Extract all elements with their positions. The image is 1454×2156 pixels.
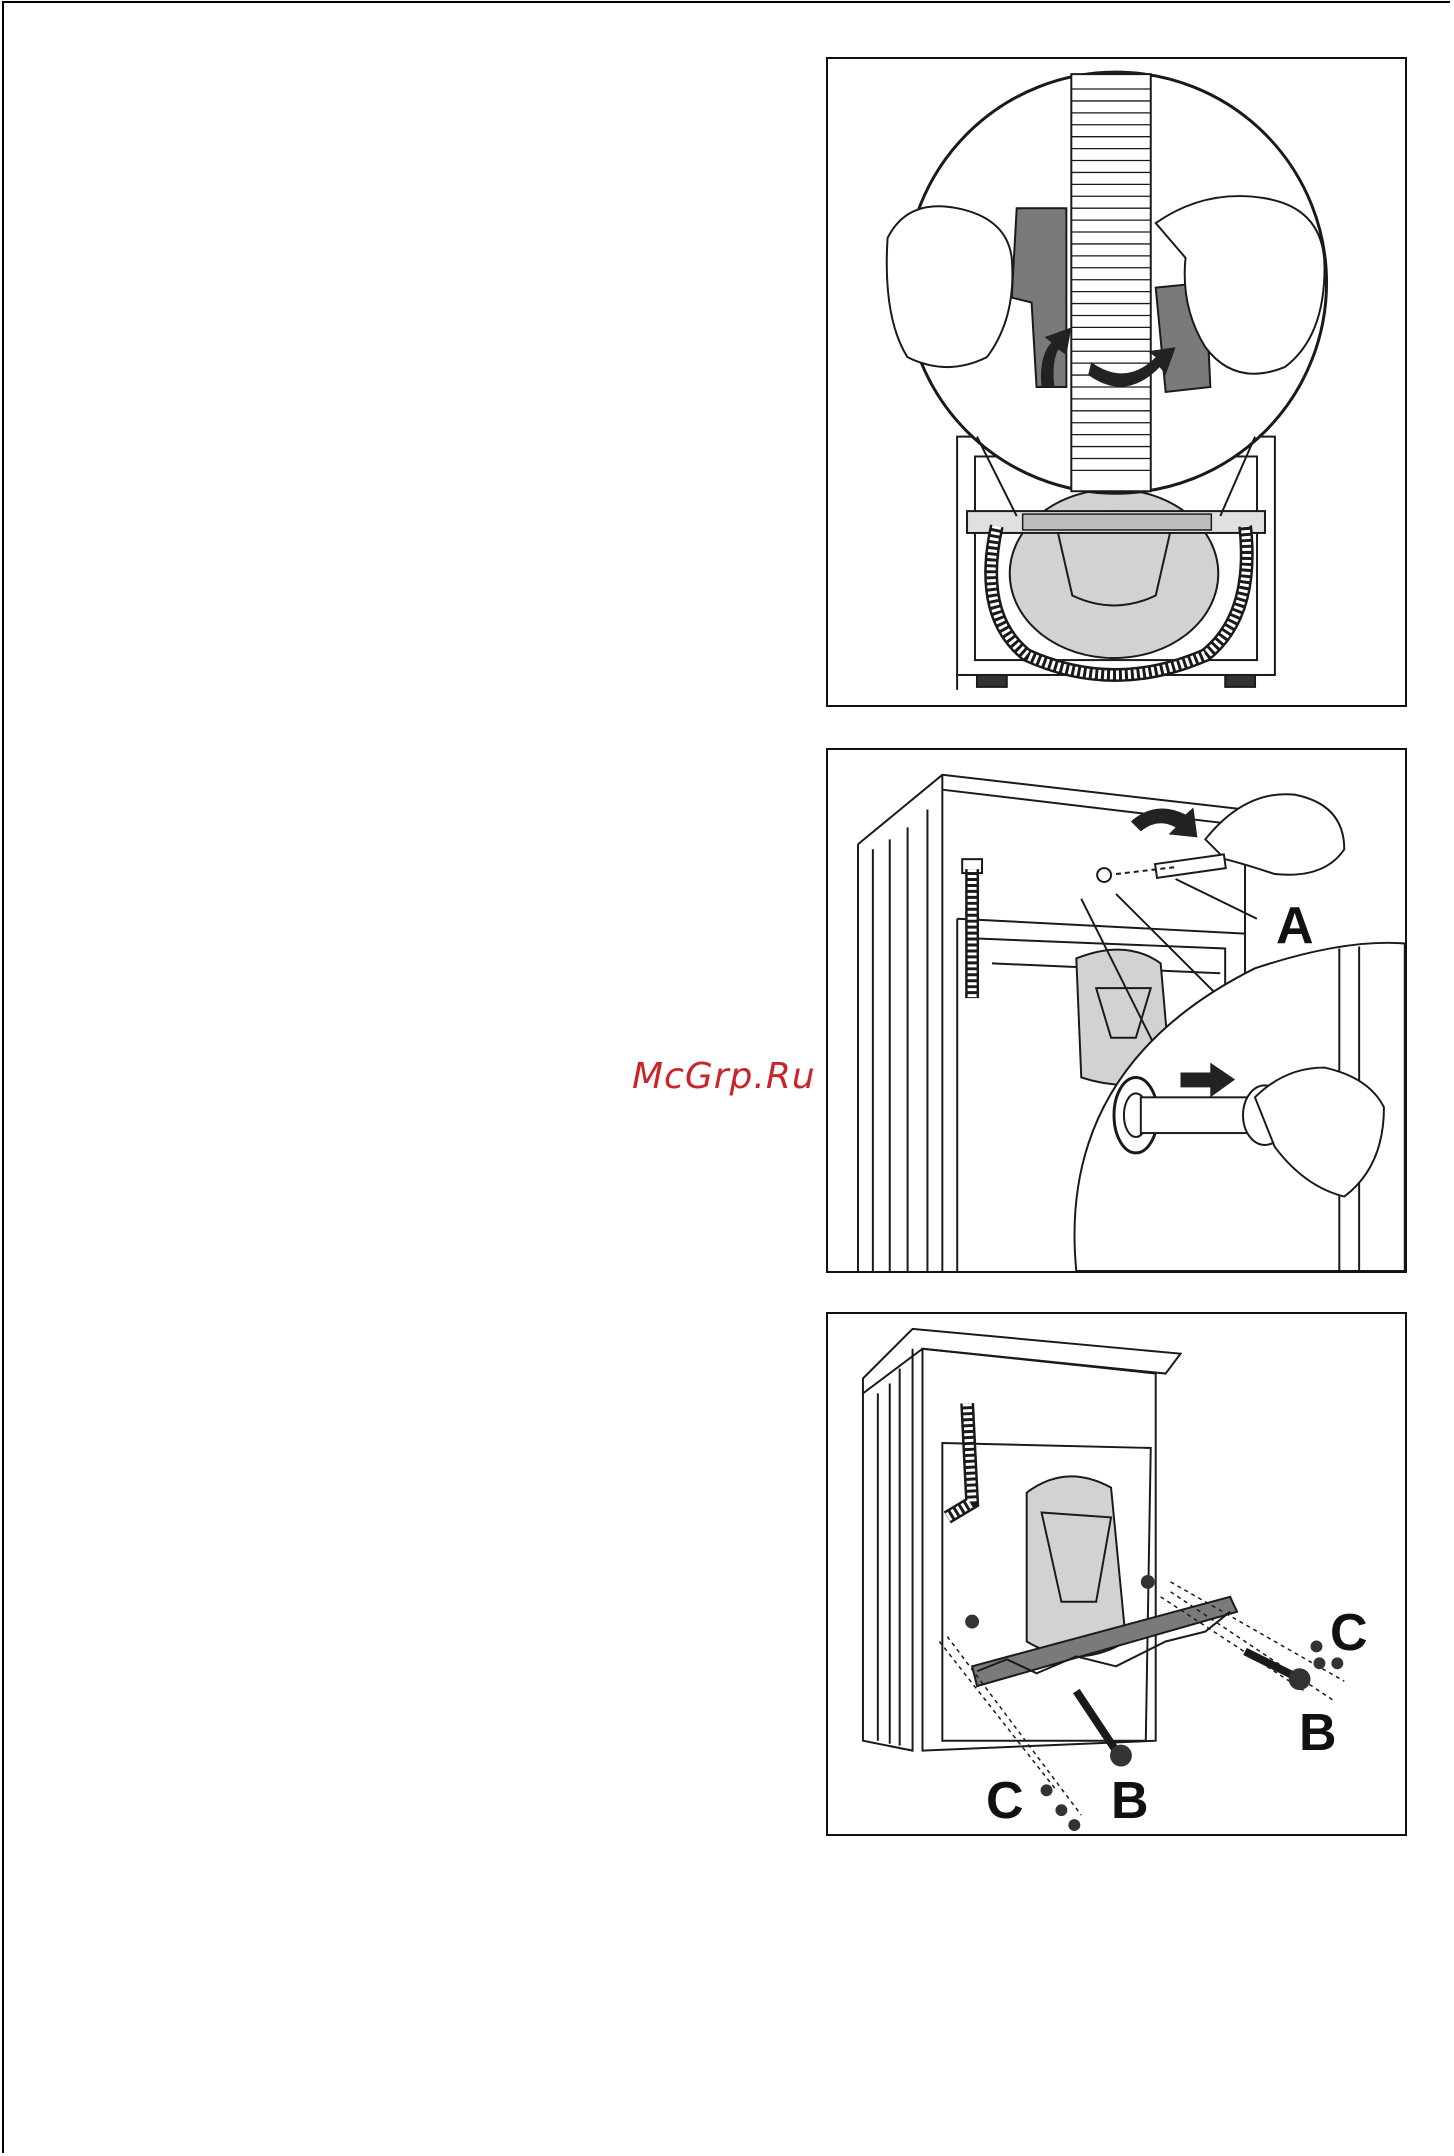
hose-clip-illustration [828, 59, 1405, 705]
label-c-right: C [1330, 1607, 1368, 1659]
label-c-left: C [986, 1775, 1024, 1827]
figure-fit-bracket: C B C B [826, 1312, 1407, 1836]
watermark: McGrp.Ru [632, 1056, 816, 1097]
transit-bolt [1141, 1097, 1250, 1133]
label-b-left: B [1111, 1775, 1149, 1827]
label-a: A [1276, 900, 1314, 952]
hand-wrench [1205, 794, 1344, 875]
remove-bolt-illustration [828, 750, 1405, 1271]
rotate-arrow-icon [1131, 808, 1197, 838]
figure-hose-clip [826, 57, 1407, 707]
figure-remove-bolt: A [826, 748, 1407, 1273]
wrench [1155, 854, 1226, 877]
label-b-right: B [1299, 1707, 1337, 1759]
bolt-b-icons [1076, 1651, 1310, 1766]
left-hand [887, 206, 1013, 367]
